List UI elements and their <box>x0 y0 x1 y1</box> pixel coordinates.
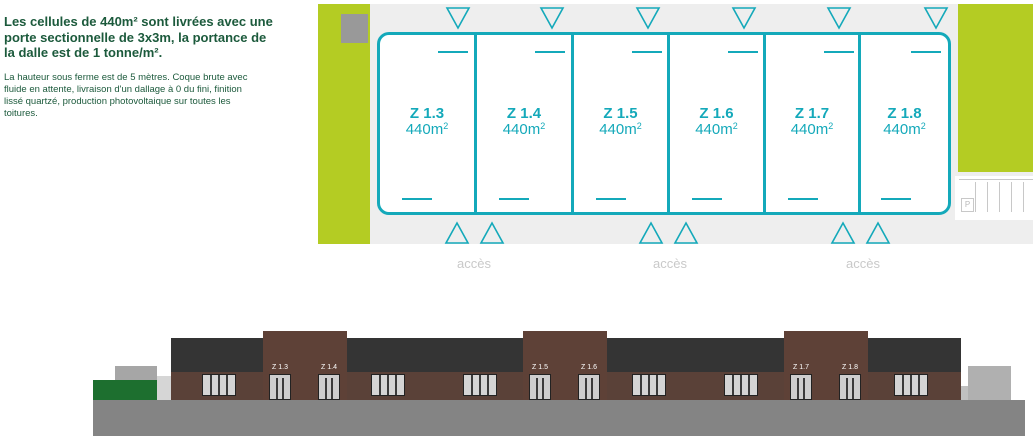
cell-area: 440m2 <box>695 121 738 138</box>
grey-block <box>341 14 368 43</box>
access-arrow-icon <box>635 7 661 30</box>
green-area-right <box>958 4 1033 172</box>
elevation-label: Z 1.7 <box>793 364 809 371</box>
site-plan: P Z 1.3 440m2 Z 1.4 440m2 Z 1.5 440m2 <box>318 4 1033 244</box>
elevation-label: Z 1.4 <box>321 364 337 371</box>
window <box>632 374 666 396</box>
access-arrow-icon <box>638 221 664 244</box>
window <box>463 374 497 396</box>
cell-z14: Z 1.4 440m2 <box>477 35 571 212</box>
sectional-door <box>839 374 861 400</box>
hedge <box>93 380 171 400</box>
cell-name: Z 1.8 <box>887 105 922 122</box>
access-arrow-icon <box>444 221 470 244</box>
cell-z16: Z 1.6 440m2 <box>670 35 763 212</box>
access-arrow-icon <box>445 7 471 30</box>
parking-icon: P <box>961 198 974 212</box>
window <box>202 374 236 396</box>
access-label: accès <box>846 256 880 271</box>
access-label: accès <box>457 256 491 271</box>
sectional-door <box>578 374 600 400</box>
cell-area: 440m2 <box>883 121 926 138</box>
elevation-label: Z 1.5 <box>532 364 548 371</box>
cell-name: Z 1.6 <box>699 105 734 122</box>
access-arrow-icon <box>479 221 505 244</box>
building-outline: Z 1.3 440m2 Z 1.4 440m2 Z 1.5 440m2 Z 1.… <box>377 32 951 215</box>
cell-name: Z 1.5 <box>603 105 638 122</box>
window <box>371 374 405 396</box>
cell-name: Z 1.7 <box>794 105 830 122</box>
intro-body: La hauteur sous ferme est de 5 mètres. C… <box>4 71 248 119</box>
access-arrow-icon <box>865 221 891 244</box>
annex-block <box>968 366 1011 400</box>
access-arrow-icon <box>830 221 856 244</box>
window <box>724 374 758 396</box>
cell-z15: Z 1.5 440m2 <box>574 35 667 212</box>
cell-z17: Z 1.7 440m2 <box>766 35 858 212</box>
sectional-door <box>318 374 340 400</box>
access-arrow-icon <box>673 221 699 244</box>
building-elevation: Z 1.3 Z 1.4 Z 1.5 Z 1.6 Z 1.7 Z 1.8 <box>0 300 1033 436</box>
sectional-door <box>529 374 551 400</box>
sectional-door <box>790 374 812 400</box>
ground <box>93 400 1025 436</box>
access-arrow-icon <box>539 7 565 30</box>
cell-area: 440m2 <box>790 121 834 138</box>
sectional-door <box>269 374 291 400</box>
description-block: Les cellules de 440m² sont livrées avec … <box>4 14 274 120</box>
access-arrow-icon <box>923 7 949 30</box>
access-label: accès <box>653 256 687 271</box>
cell-area: 440m2 <box>405 121 449 138</box>
intro-title: Les cellules de 440m² sont livrées avec … <box>4 14 273 60</box>
cell-area: 440m2 <box>599 121 642 138</box>
parking-area: P <box>955 176 1033 220</box>
cell-name: Z 1.3 <box>409 105 445 122</box>
cell-z13: Z 1.3 440m2 <box>380 35 474 212</box>
cell-z18: Z 1.8 440m2 <box>861 35 948 212</box>
green-area-left <box>318 4 370 244</box>
window <box>894 374 928 396</box>
cell-area: 440m2 <box>502 121 546 138</box>
cell-name: Z 1.4 <box>506 105 542 122</box>
elevation-label: Z 1.6 <box>581 364 597 371</box>
access-arrow-icon <box>826 7 852 30</box>
elevation-label: Z 1.8 <box>842 364 858 371</box>
elevation-label: Z 1.3 <box>272 364 288 371</box>
access-arrow-icon <box>731 7 757 30</box>
